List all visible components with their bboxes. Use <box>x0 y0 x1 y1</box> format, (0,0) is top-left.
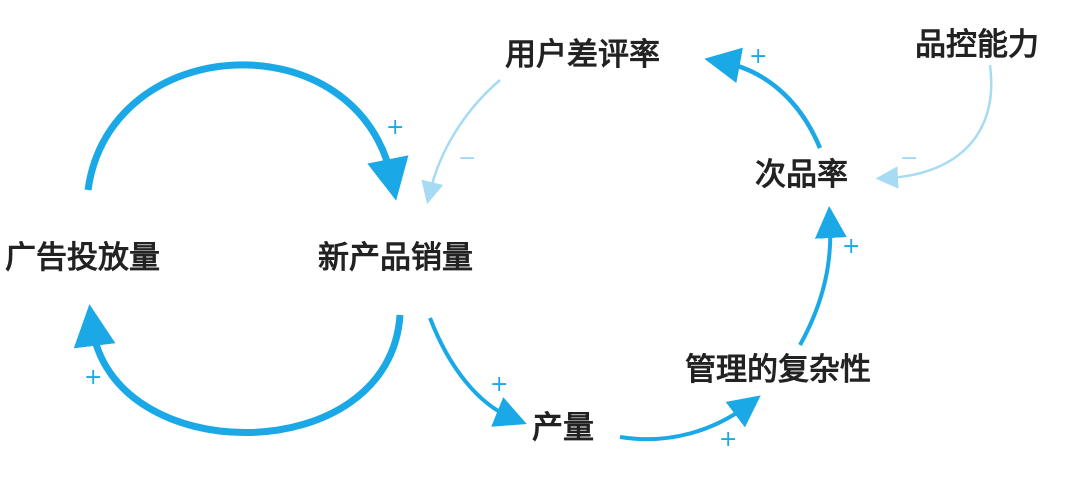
node-defect-rate: 次品率 <box>755 157 848 193</box>
polarity-sales-to-output: + <box>490 372 509 397</box>
link-complexity-to-defect <box>798 206 847 346</box>
polarity-complexity-to-defect: + <box>842 234 861 259</box>
node-ad-spend: 广告投放量 <box>5 240 160 276</box>
link-sales-to-output <box>428 317 527 427</box>
link-sales-to-ad <box>73 304 404 436</box>
node-new-sales: 新产品销量 <box>318 240 473 276</box>
polarity-ad-to-sales: + <box>386 115 405 140</box>
polarity-output-to-complexity: + <box>719 427 738 452</box>
link-ad-to-sales <box>84 61 409 201</box>
link-qc-to-defect <box>875 64 993 189</box>
node-output: 产量 <box>532 410 594 446</box>
link-output-to-complexity <box>619 395 761 442</box>
link-defect-to-review <box>704 47 823 149</box>
polarity-defect-to-review: + <box>749 44 768 69</box>
node-bad-review-rate: 用户差评率 <box>505 37 660 73</box>
polarity-qc-to-defect: − <box>900 146 919 171</box>
polarity-sales-to-ad: + <box>84 365 103 390</box>
link-review-to-sales <box>421 79 501 205</box>
node-qc-ability: 品控能力 <box>915 27 1039 63</box>
node-mgmt-complexity: 管理的复杂性 <box>685 352 871 388</box>
polarity-review-to-sales: − <box>458 146 477 171</box>
